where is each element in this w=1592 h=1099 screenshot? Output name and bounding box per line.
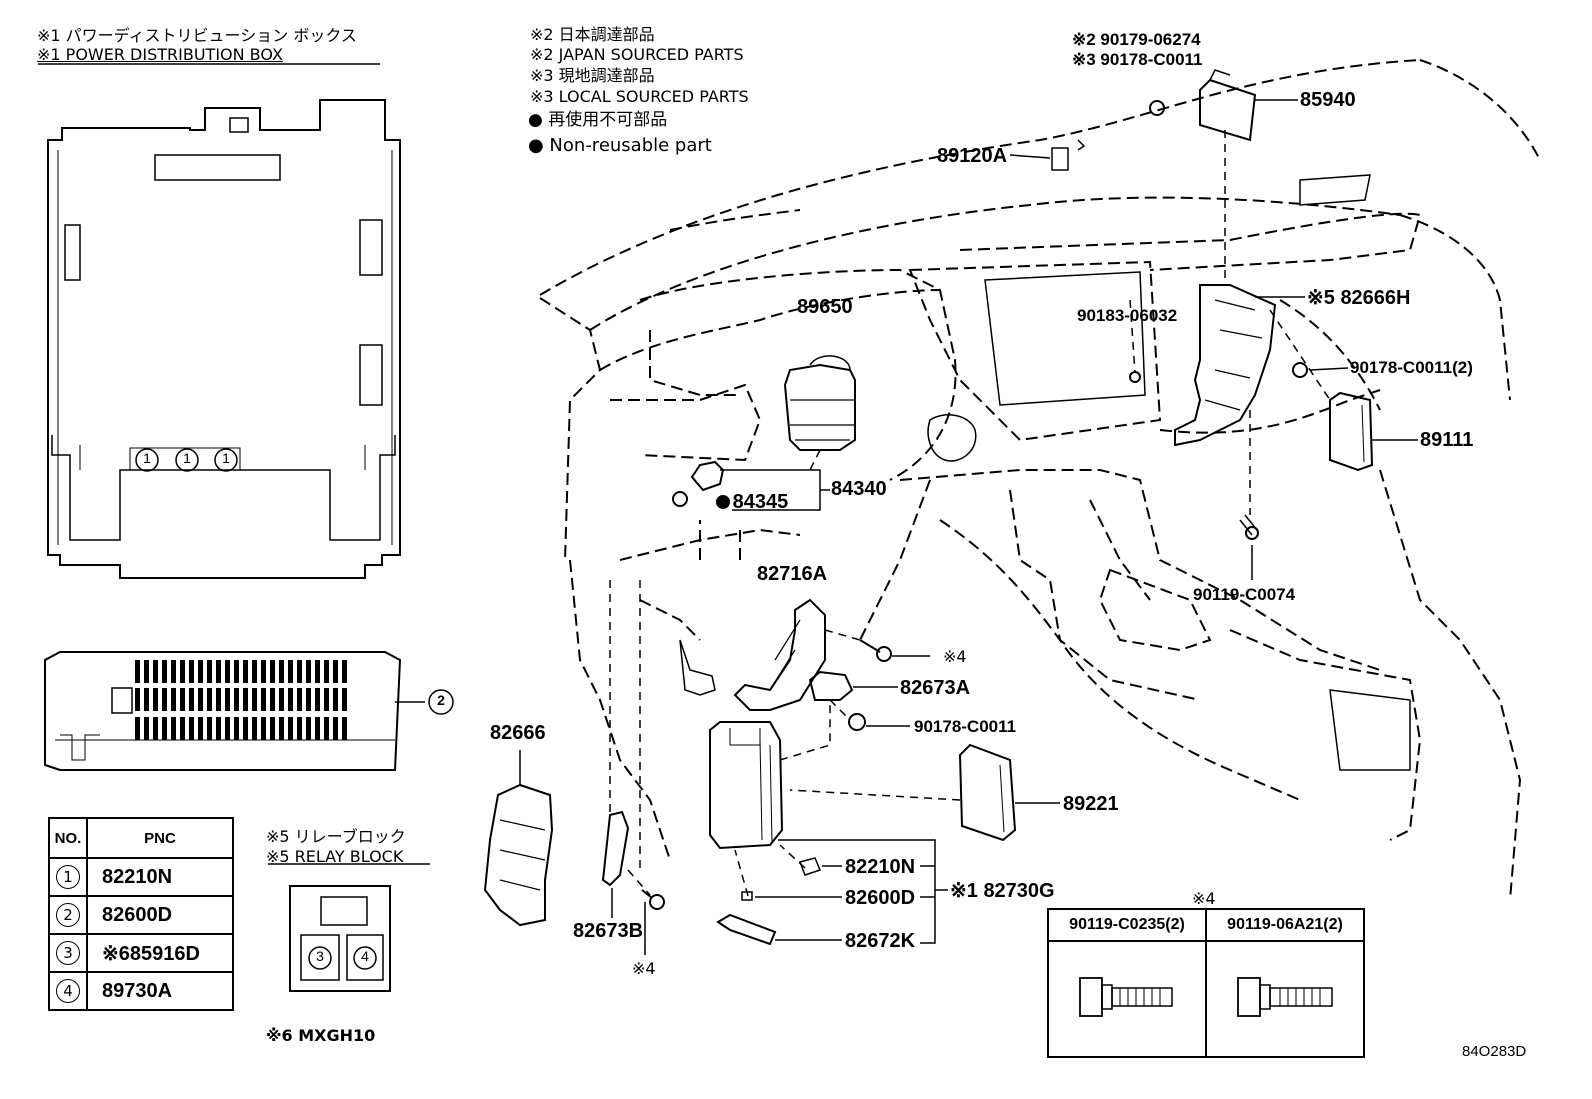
part-82673a: 82673A [900, 677, 971, 699]
note-nonreuse-en: ● Non-reusable part [528, 135, 712, 156]
junction-block-outline [44, 651, 454, 771]
table-row: 1 82210N [48, 857, 234, 897]
part-82600d: 82600D [845, 887, 916, 909]
part-84340: 84340 [831, 478, 887, 500]
note-local-en: ※3 LOCAL SOURCED PARTS [530, 87, 749, 106]
note-power-dist-en: ※1 POWER DISTRIBUTION BOX [37, 45, 283, 64]
part-82666h: ※5 82666H [1307, 287, 1411, 309]
table-row: 3 ※685916D [48, 933, 234, 973]
pnc-no-2: 2 [56, 903, 80, 927]
note-local-jp: ※3 現地調達部品 [530, 66, 655, 85]
junction-block-fuse-grid [135, 660, 347, 740]
mark-4-a: ※4 [943, 647, 967, 666]
note-japan-jp: ※2 日本調達部品 [530, 25, 655, 44]
table-row: 4 89730A [48, 971, 234, 1011]
bolt-table: 90119-C0235(2) 90119-06A21(2) [1047, 908, 1365, 1058]
pnc-value-3: ※685916D [86, 933, 234, 973]
pnc-no-3: 3 [56, 941, 80, 965]
note-model: ※6 MXGH10 [266, 1026, 376, 1045]
callout-2: 2 [437, 692, 445, 708]
part-82730g: ※1 82730G [950, 880, 1055, 902]
pnc-header-pnc: PNC [86, 817, 234, 859]
part-85940: 85940 [1300, 89, 1356, 111]
part-89111: 89111 [1420, 429, 1474, 451]
pnc-table: NO. PNC 1 82210N 2 82600D 3 ※685916D 4 8… [48, 817, 234, 1011]
pnc-header-no: NO. [48, 817, 88, 859]
pnc-no-1: 1 [56, 865, 80, 889]
part-82673b: 82673B [573, 920, 644, 942]
part-90178-c0011-a: ※3 90178-C0011 [1072, 50, 1203, 69]
bolt-col-1: 90119-C0235(2) [1047, 908, 1207, 942]
callout-1b: 1 [183, 450, 191, 466]
leader-lines [519, 99, 1418, 955]
part-82666: 82666 [490, 722, 546, 744]
part-84345: ● 84345 [715, 491, 789, 513]
note-nonreuse-jp: ● 再使用不可部品 [528, 110, 668, 130]
callout-3: 3 [316, 948, 324, 964]
callout-1c: 1 [222, 450, 230, 466]
part-89120a: 89120A [937, 145, 1008, 167]
part-90179-06274: ※2 90179-06274 [1072, 30, 1201, 49]
part-82716a: 82716A [757, 563, 828, 585]
bolt-col-2: 90119-06A21(2) [1205, 908, 1365, 942]
component-shapes [483, 69, 1374, 1017]
pnc-value-1: 82210N [86, 857, 234, 897]
dashed-guide-lines [609, 130, 1331, 897]
note-power-dist-jp: ※1 パワーディストリビューション ボックス [37, 26, 357, 45]
relay-block-outline [268, 863, 430, 992]
pnc-no-4: 4 [56, 979, 80, 1003]
part-82672k: 82672K [845, 930, 916, 952]
part-89650: 89650 [797, 296, 853, 318]
note-relay-jp: ※5 リレーブロック [266, 827, 406, 846]
part-90183-06032: 90183-06032 [1077, 306, 1178, 325]
part-90178-c0011-c: 90178-C0011 [914, 717, 1017, 736]
callout-1a: 1 [143, 450, 151, 466]
note-japan-en: ※2 JAPAN SOURCED PARTS [530, 45, 744, 64]
diagram-code: 84O283D [1462, 1043, 1527, 1060]
table-row: 2 82600D [48, 895, 234, 935]
mark-4-b: ※4 [632, 959, 656, 978]
pnc-value-2: 82600D [86, 895, 234, 935]
callout-4: 4 [361, 948, 369, 964]
part-82210n: 82210N [845, 856, 916, 878]
note-relay-en: ※5 RELAY BLOCK [266, 847, 404, 866]
pnc-value-4: 89730A [86, 971, 234, 1011]
part-90178-c0011-2: 90178-C0011(2) [1350, 358, 1473, 377]
part-90119-c0074: 90119-C0074 [1193, 585, 1296, 604]
power-distribution-box-outline [47, 99, 401, 579]
instrument-panel-outline [539, 59, 1541, 901]
bolt-table-mark: ※4 [1192, 889, 1216, 908]
part-89221: 89221 [1063, 793, 1119, 815]
